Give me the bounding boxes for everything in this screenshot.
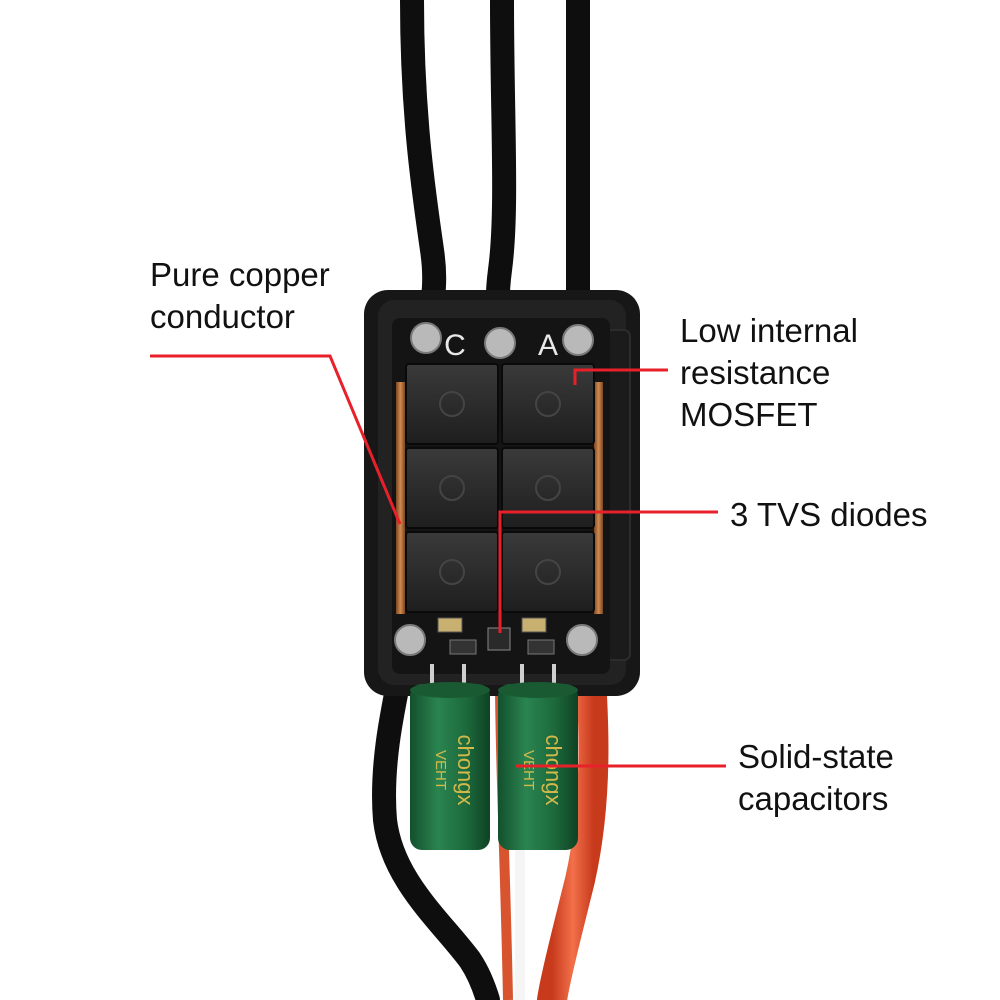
- callout-line-tvs: [498, 510, 718, 633]
- callout-text: conductor: [150, 298, 295, 335]
- motor-wire-b: [485, 0, 517, 352]
- copper-conductor-right: [594, 382, 603, 614]
- solder-pad-negative: [394, 624, 426, 656]
- svg-text:VEHT: VEHT: [520, 750, 537, 790]
- tvs-diode: [437, 617, 463, 633]
- mosfet-grid: [405, 363, 595, 613]
- svg-text:chongx: chongx: [453, 735, 478, 806]
- callout-line-mosfet: [573, 368, 668, 385]
- solder-pad-positive: [566, 624, 598, 656]
- mosfet: [405, 447, 499, 529]
- pad-label-c: C: [444, 329, 466, 362]
- motor-wire-c: [400, 0, 447, 342]
- power-wire-black: [372, 638, 500, 1000]
- callout-solid-state-capacitors: Solid-state capacitors: [738, 736, 894, 820]
- mosfet: [405, 531, 499, 613]
- copper-conductor-left: [396, 382, 405, 614]
- callout-text: Low internal: [680, 312, 858, 349]
- solder-pad-b: [484, 327, 516, 359]
- callout-line-copper: [150, 354, 402, 525]
- pad-label-a: A: [538, 329, 558, 362]
- svg-text:chongx: chongx: [541, 735, 566, 806]
- mosfet: [501, 447, 595, 529]
- callout-text: MOSFET: [680, 396, 818, 433]
- svg-text:VEHT: VEHT: [432, 750, 449, 790]
- capacitor-left: chongx VEHT: [410, 682, 490, 850]
- tvs-diode: [521, 617, 547, 633]
- solder-pad-c: [410, 322, 442, 354]
- mosfet: [501, 531, 595, 613]
- callout-tvs-diodes: 3 TVS diodes: [730, 494, 928, 536]
- callout-low-resistance-mosfet: Low internal resistance MOSFET: [680, 310, 858, 436]
- mosfet: [405, 363, 499, 445]
- solder-pad-a: [562, 324, 594, 356]
- mosfet: [501, 363, 595, 445]
- power-wire-red: [537, 625, 609, 1000]
- callout-text: resistance: [680, 354, 831, 391]
- callout-text: capacitors: [738, 780, 889, 817]
- callout-text: Pure copper: [150, 256, 330, 293]
- callout-text: Solid-state: [738, 738, 894, 775]
- callout-pure-copper-conductor: Pure copper conductor: [150, 254, 330, 338]
- callout-text: 3 TVS diodes: [730, 496, 928, 533]
